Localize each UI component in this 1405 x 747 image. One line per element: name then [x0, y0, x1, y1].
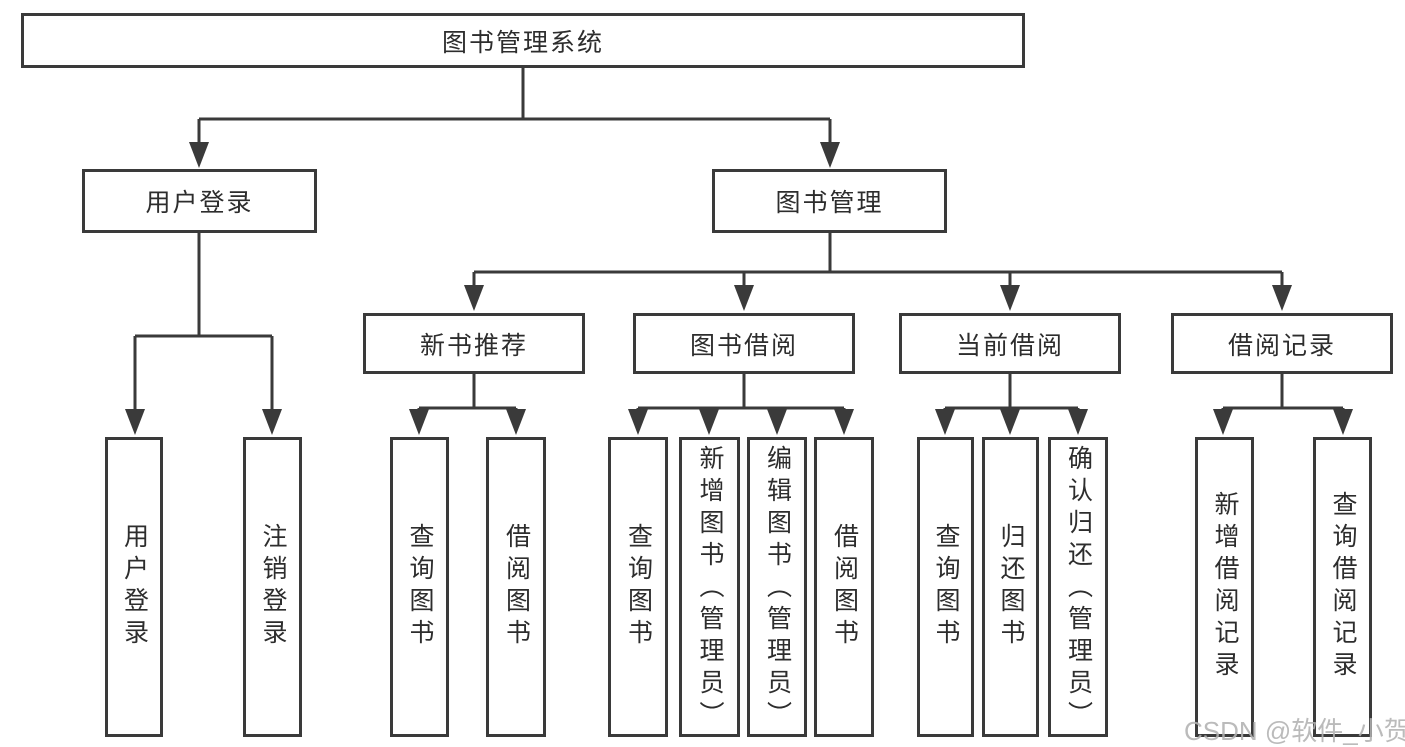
node-label: 查询图书 [624, 523, 653, 651]
arrowhead [506, 409, 526, 435]
arrowhead [1068, 409, 1088, 435]
node-label: 用户登录 [120, 523, 149, 651]
node-confirm-return-admin: 确认归还（管理员） [1048, 437, 1108, 737]
node-label: 查询图书 [932, 523, 960, 651]
node-label: 用户登录 [145, 189, 254, 217]
arrowhead [820, 142, 840, 168]
arrowhead [935, 409, 955, 435]
arrowhead [1000, 409, 1020, 435]
arrowhead [189, 142, 209, 168]
arrowhead [1000, 285, 1020, 311]
arrowhead [734, 285, 754, 311]
node-library-management-system: 图书管理系统 [21, 13, 1025, 68]
node-return-books: 归还图书 [982, 437, 1039, 737]
node-label: 新书推荐 [419, 331, 528, 360]
arrowhead [409, 409, 429, 435]
node-user-login-group: 用户登录 [82, 169, 317, 233]
arrowhead [1272, 285, 1292, 311]
node-label: 借阅记录 [1227, 331, 1336, 360]
node-label: 注销登录 [259, 523, 287, 651]
node-label: 借阅图书 [830, 523, 859, 651]
node-label: 查询借阅记录 [1329, 491, 1357, 683]
node-label: 编辑图书（管理员） [763, 445, 792, 733]
node-label: 图书管理系统 [441, 28, 604, 57]
node-label: 归还图书 [997, 523, 1025, 651]
node-label: 新增借阅记录 [1211, 491, 1239, 683]
arrowhead [464, 285, 484, 311]
node-label: 确认归还（管理员） [1064, 445, 1093, 733]
arrowhead [767, 409, 787, 435]
node-label: 图书管理 [775, 189, 884, 217]
node-current-borrowing: 当前借阅 [899, 313, 1121, 374]
csdn-watermark: CSDN @软件_小贺同学 [1184, 716, 1405, 746]
node-add-borrow-record: 新增借阅记录 [1195, 437, 1254, 737]
node-book-borrowing: 图书借阅 [633, 313, 855, 374]
node-borrowing-records: 借阅记录 [1171, 313, 1393, 374]
arrowhead [1333, 409, 1353, 435]
node-label: 图书借阅 [689, 331, 798, 360]
node-label: 借阅图书 [502, 523, 531, 651]
node-new-book-recommendation: 新书推荐 [363, 313, 585, 374]
node-book-management: 图书管理 [712, 169, 947, 233]
arrowhead [834, 409, 854, 435]
node-label: 查询图书 [406, 523, 434, 651]
node-user-login: 用户登录 [105, 437, 163, 737]
node-edit-books-admin: 编辑图书（管理员） [747, 437, 807, 737]
node-borrow-books: 借阅图书 [814, 437, 874, 737]
node-query-books-current: 查询图书 [917, 437, 974, 737]
node-query-borrow-record: 查询借阅记录 [1313, 437, 1372, 737]
arrowhead [628, 409, 648, 435]
node-logout: 注销登录 [243, 437, 302, 737]
arrowhead [262, 409, 282, 435]
node-add-books-admin: 新增图书（管理员） [679, 437, 740, 737]
node-query-books-recommend: 查询图书 [390, 437, 449, 737]
arrowhead [125, 409, 145, 435]
arrowhead [699, 409, 719, 435]
node-label: 新增图书（管理员） [696, 445, 724, 733]
node-label: 当前借阅 [955, 331, 1064, 360]
arrowhead [1213, 409, 1233, 435]
node-query-books-borrow: 查询图书 [608, 437, 668, 737]
node-borrow-books-recommend: 借阅图书 [486, 437, 546, 737]
